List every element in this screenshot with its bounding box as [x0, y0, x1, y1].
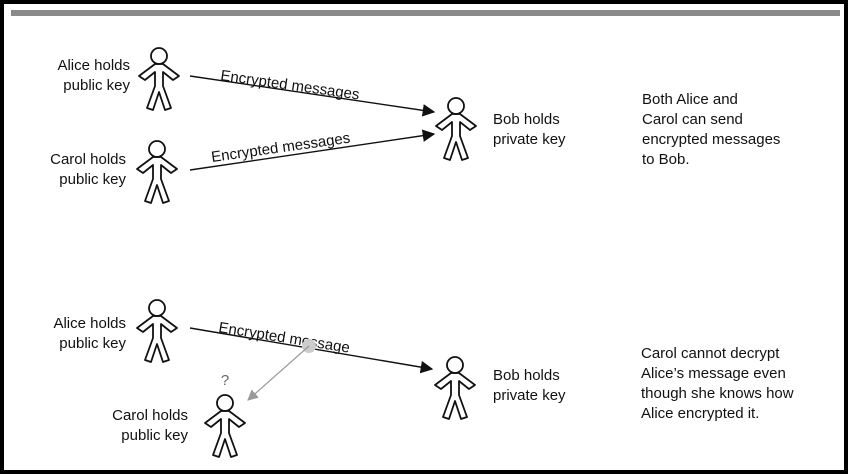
alice-figure-top: [138, 47, 180, 111]
arrow2-label: Encrypted messages: [210, 130, 351, 166]
intercept-arrow: [247, 345, 310, 401]
bob-figure-top: [435, 97, 477, 161]
alice-figure-bottom: [136, 299, 178, 363]
note-top: Both Alice and Carol can send encrypted …: [642, 91, 781, 168]
arrow-carol-to-bob-top: [189, 129, 436, 171]
bob-figure-bottom: [434, 356, 476, 420]
top-rule: [11, 10, 840, 16]
arrow-bottom-label: Encrypted message: [217, 319, 351, 357]
encryption-diagram: Encrypted messages Encrypted messages En…: [136, 47, 477, 458]
question-mark: ?: [221, 372, 229, 389]
carol-figure-top: [136, 140, 178, 204]
note-bottom: Carol cannot decrypt Alice’s message eve…: [641, 345, 794, 422]
arrow-alice-to-bob-top: [189, 75, 436, 117]
carol-figure-bottom: [204, 394, 246, 458]
arrow1-label: Encrypted messages: [219, 67, 360, 103]
